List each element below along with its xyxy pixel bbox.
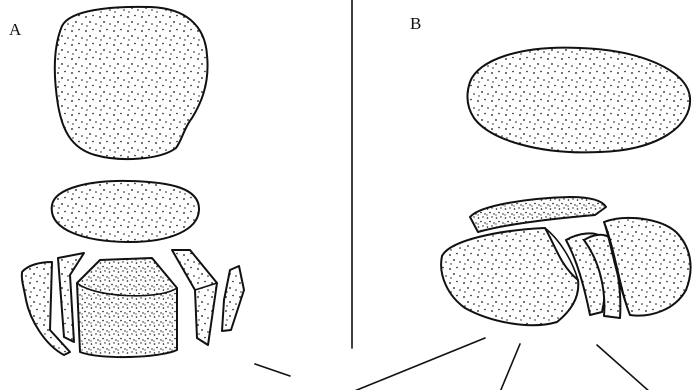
panel-a xyxy=(22,7,244,357)
slice-b-left xyxy=(441,228,578,325)
disc-a xyxy=(52,181,199,242)
connector-lines xyxy=(255,338,650,390)
panel-label-b: B xyxy=(410,14,421,33)
flake-a-far-right xyxy=(222,266,244,331)
panel-b xyxy=(441,48,690,326)
connector-middle xyxy=(500,344,520,390)
panel-label-a: A xyxy=(9,20,22,39)
connector-left-short xyxy=(255,364,290,376)
stone-a-large xyxy=(55,7,208,159)
slice-b-top xyxy=(470,197,606,232)
connector-right xyxy=(597,345,650,390)
flake-a-right xyxy=(172,250,217,345)
connector-left-long xyxy=(352,338,485,390)
core-a-center xyxy=(77,258,177,357)
stone-b-large xyxy=(467,48,690,153)
